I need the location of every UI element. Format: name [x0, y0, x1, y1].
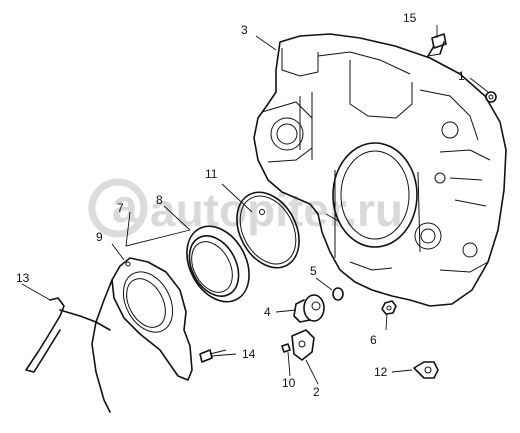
callout-5: 5 [310, 264, 317, 278]
callout-labels: 15 3 1 11 8 7 9 13 5 4 6 14 12 10 2 [16, 11, 465, 399]
callout-3: 3 [241, 23, 248, 37]
callout-2: 2 [313, 385, 320, 399]
callout-14: 14 [242, 347, 256, 361]
part-cover-2 [291, 329, 315, 361]
part-nut-6 [381, 300, 397, 315]
callout-7: 7 [117, 201, 124, 215]
part-bolt-14 [199, 349, 227, 363]
callout-11: 11 [205, 167, 218, 181]
part-oil-seal-8 [186, 225, 250, 303]
part-o-ring-5 [332, 287, 344, 301]
part-gasket-13 [25, 279, 113, 413]
callout-8: 8 [156, 193, 163, 207]
part-seal-carrier-9 [111, 257, 193, 381]
callout-12: 12 [374, 365, 388, 379]
callout-1: 1 [458, 69, 465, 83]
callout-9: 9 [96, 230, 103, 244]
part-bolt-15 [427, 33, 447, 57]
leader-lines [21, 25, 489, 385]
callout-13: 13 [16, 271, 30, 285]
callout-4: 4 [264, 305, 271, 319]
part-bracket-12 [413, 361, 439, 379]
part-gasket-11 [236, 191, 300, 269]
part-plug-1 [485, 91, 497, 103]
part-flywheel-housing [253, 33, 507, 307]
watermark: a autopiter.ru [88, 178, 403, 238]
callout-6: 6 [370, 333, 377, 347]
watermark-logo-mark: a [112, 180, 138, 232]
part-screw-10 [281, 343, 291, 353]
watermark-text: autopiter.ru [150, 184, 403, 236]
callout-15: 15 [403, 11, 417, 25]
part-cap-4 [293, 294, 325, 323]
callout-10: 10 [282, 376, 296, 390]
